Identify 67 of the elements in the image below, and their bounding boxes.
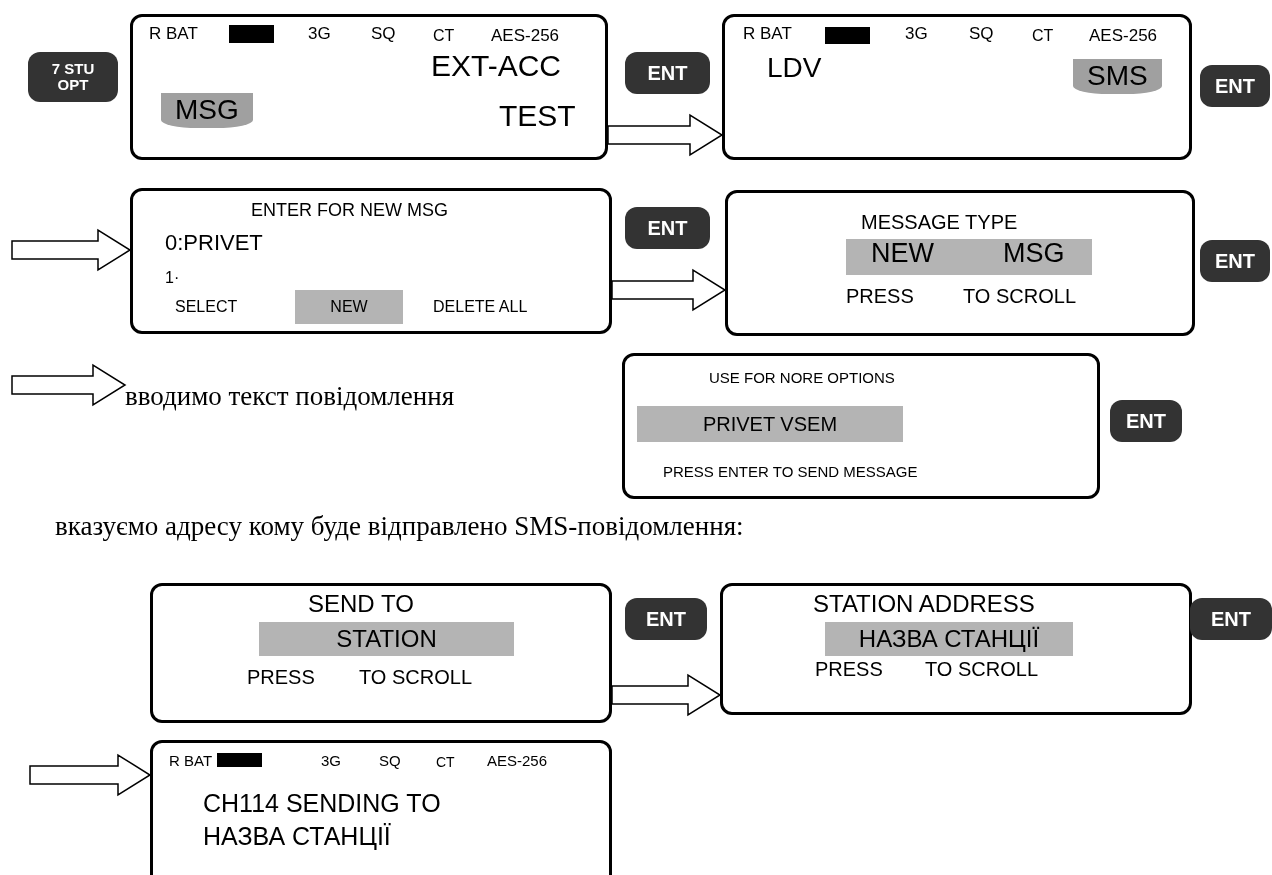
screen-text: SQ (379, 753, 401, 770)
display-screen (722, 14, 1192, 160)
screen-text: CT (433, 27, 455, 45)
screen-text: PRESS (846, 285, 914, 307)
display-screen (150, 583, 612, 723)
display-screen (150, 740, 612, 875)
screen-text: AES-256 (491, 27, 560, 46)
screen-text: MESSAGE TYPE (861, 211, 1018, 233)
screen-text: PRESS (815, 658, 883, 680)
selected-menu-item: NEW (295, 290, 403, 324)
key-button: ENT (625, 207, 710, 249)
screen-text: SQ (969, 25, 994, 44)
screen-text: R BAT (743, 25, 792, 44)
screen-text: STATION ADDRESS (813, 591, 1035, 618)
screen-text: CT (436, 755, 455, 771)
key-button: ENT (1110, 400, 1182, 442)
screen-text: R BAT (169, 753, 213, 770)
arrow (611, 673, 722, 717)
display-screen (130, 188, 612, 334)
display-screen (725, 190, 1195, 336)
screen-text: TEST (499, 99, 576, 132)
screen-text: AES-256 (487, 753, 548, 770)
key-button: ENT (625, 598, 707, 640)
screen-text: EXT-ACC (431, 49, 562, 82)
display-screen (720, 583, 1192, 715)
key-button: ENT (1200, 240, 1270, 282)
instruction-text: вказуємо адресу кому буде відправлено SMS-повідомлення: (55, 512, 744, 542)
selected-menu-item: MSG (161, 93, 253, 128)
screen-text: AES-256 (1089, 27, 1158, 46)
key-button: ENT (625, 52, 710, 94)
screen-text: CT (1032, 27, 1054, 45)
selected-menu-item: STATION (259, 622, 514, 656)
arrow (611, 268, 727, 312)
screen-text: NEW (871, 239, 934, 269)
key-button: 7 STU OPT (28, 52, 118, 102)
screen-text: TO SCROLL (359, 666, 472, 688)
screen-text: LDV (767, 53, 822, 84)
screen-text: USE FOR NORE OPTIONS (709, 370, 895, 387)
screen-text: 1· (165, 269, 180, 287)
selected-menu-item: НАЗВА СТАНЦІЇ (825, 622, 1073, 656)
display-screen (622, 353, 1100, 499)
screen-text: 0:PRIVET (165, 231, 263, 256)
screen-text: CH114 SENDING TO НАЗВА СТАНЦІЇ (203, 788, 442, 852)
screen-text: SQ (371, 25, 396, 44)
arrow (29, 753, 152, 797)
instruction-text: вводимо текст повідомлення (125, 382, 455, 412)
arrow (11, 228, 132, 272)
screen-text: DELETE ALL (433, 298, 528, 316)
screen-text: 3G (308, 25, 331, 44)
screen-text: SELECT (175, 298, 238, 316)
screen-text: SEND TO (308, 591, 414, 618)
screen-text: 3G (905, 25, 928, 44)
screen-text: MSG (1003, 239, 1065, 269)
key-button: ENT (1190, 598, 1272, 640)
arrow (11, 363, 127, 407)
arrow (607, 113, 724, 157)
selected-menu-item: PRIVET VSEM (637, 406, 903, 442)
screen-text: R BAT (149, 25, 198, 44)
screen-text: TO SCROLL (963, 285, 1076, 307)
display-screen (130, 14, 608, 160)
selected-menu-item: SMS (1073, 59, 1162, 94)
screen-text: TO SCROLL (925, 658, 1038, 680)
screen-text: PRESS ENTER TO SEND MESSAGE (663, 464, 918, 481)
screen-text: ENTER FOR NEW MSG (251, 201, 448, 221)
screen-text: 3G (321, 753, 341, 770)
key-button: ENT (1200, 65, 1270, 107)
screen-text: PRESS (247, 666, 315, 688)
